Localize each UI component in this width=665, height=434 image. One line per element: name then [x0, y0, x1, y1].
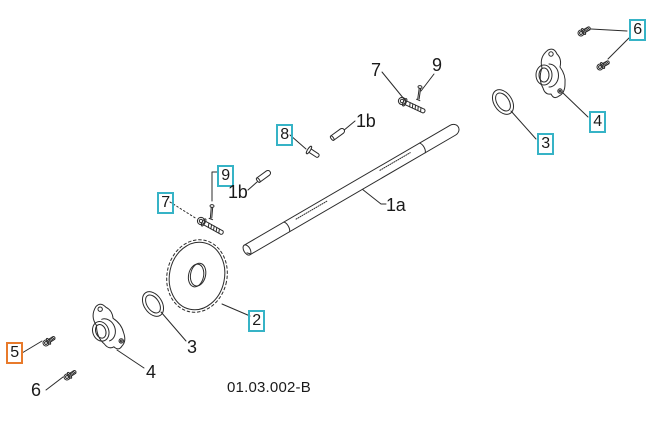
screw-part-5	[41, 333, 58, 348]
diagram-code: 01.03.002-B	[227, 379, 311, 396]
callout-2-highlighted[interactable]: 2	[248, 310, 265, 332]
roller-pin-part-1b-lower	[255, 168, 273, 184]
callout-6-lower: 6	[31, 380, 41, 400]
stud-part-9-upper	[415, 84, 423, 102]
shaft-part-1a	[242, 123, 460, 256]
callout-1b-upper: 1b	[356, 111, 376, 131]
bearing-flange-part-4-upper	[535, 48, 566, 99]
callout-9-upper: 9	[432, 55, 442, 75]
callout-4-upper-highlighted[interactable]: 4	[589, 111, 606, 133]
bearing-flange-part-4-lower	[83, 299, 129, 356]
callout-7-lower-highlighted[interactable]: 7	[157, 192, 174, 214]
callout-3-upper-highlighted[interactable]: 3	[537, 133, 554, 155]
callout-5-selected[interactable]: 5	[6, 342, 23, 364]
screw-part-6-upper-a	[576, 24, 593, 38]
callout-3-lower: 3	[187, 337, 197, 357]
screw-part-6-upper-b	[595, 58, 612, 72]
bolt-part-7-upper	[396, 95, 427, 116]
sprocket-part-2	[166, 239, 228, 313]
callout-8-highlighted[interactable]: 8	[276, 124, 293, 146]
stud-part-9-lower	[208, 203, 215, 221]
callout-4-lower: 4	[146, 362, 156, 382]
callout-1b-lower: 1b	[228, 182, 248, 202]
clevis-pin-part-8	[305, 145, 320, 158]
callout-7-upper: 7	[371, 60, 381, 80]
screw-part-6-lower	[62, 367, 79, 382]
callout-9-lower-highlighted[interactable]: 9	[217, 165, 234, 187]
leader-lines	[21, 28, 630, 391]
callout-6-upper-highlighted[interactable]: 6	[629, 19, 646, 41]
callout-1a: 1a	[386, 195, 406, 215]
roller-pin-part-1b-upper	[329, 126, 347, 142]
